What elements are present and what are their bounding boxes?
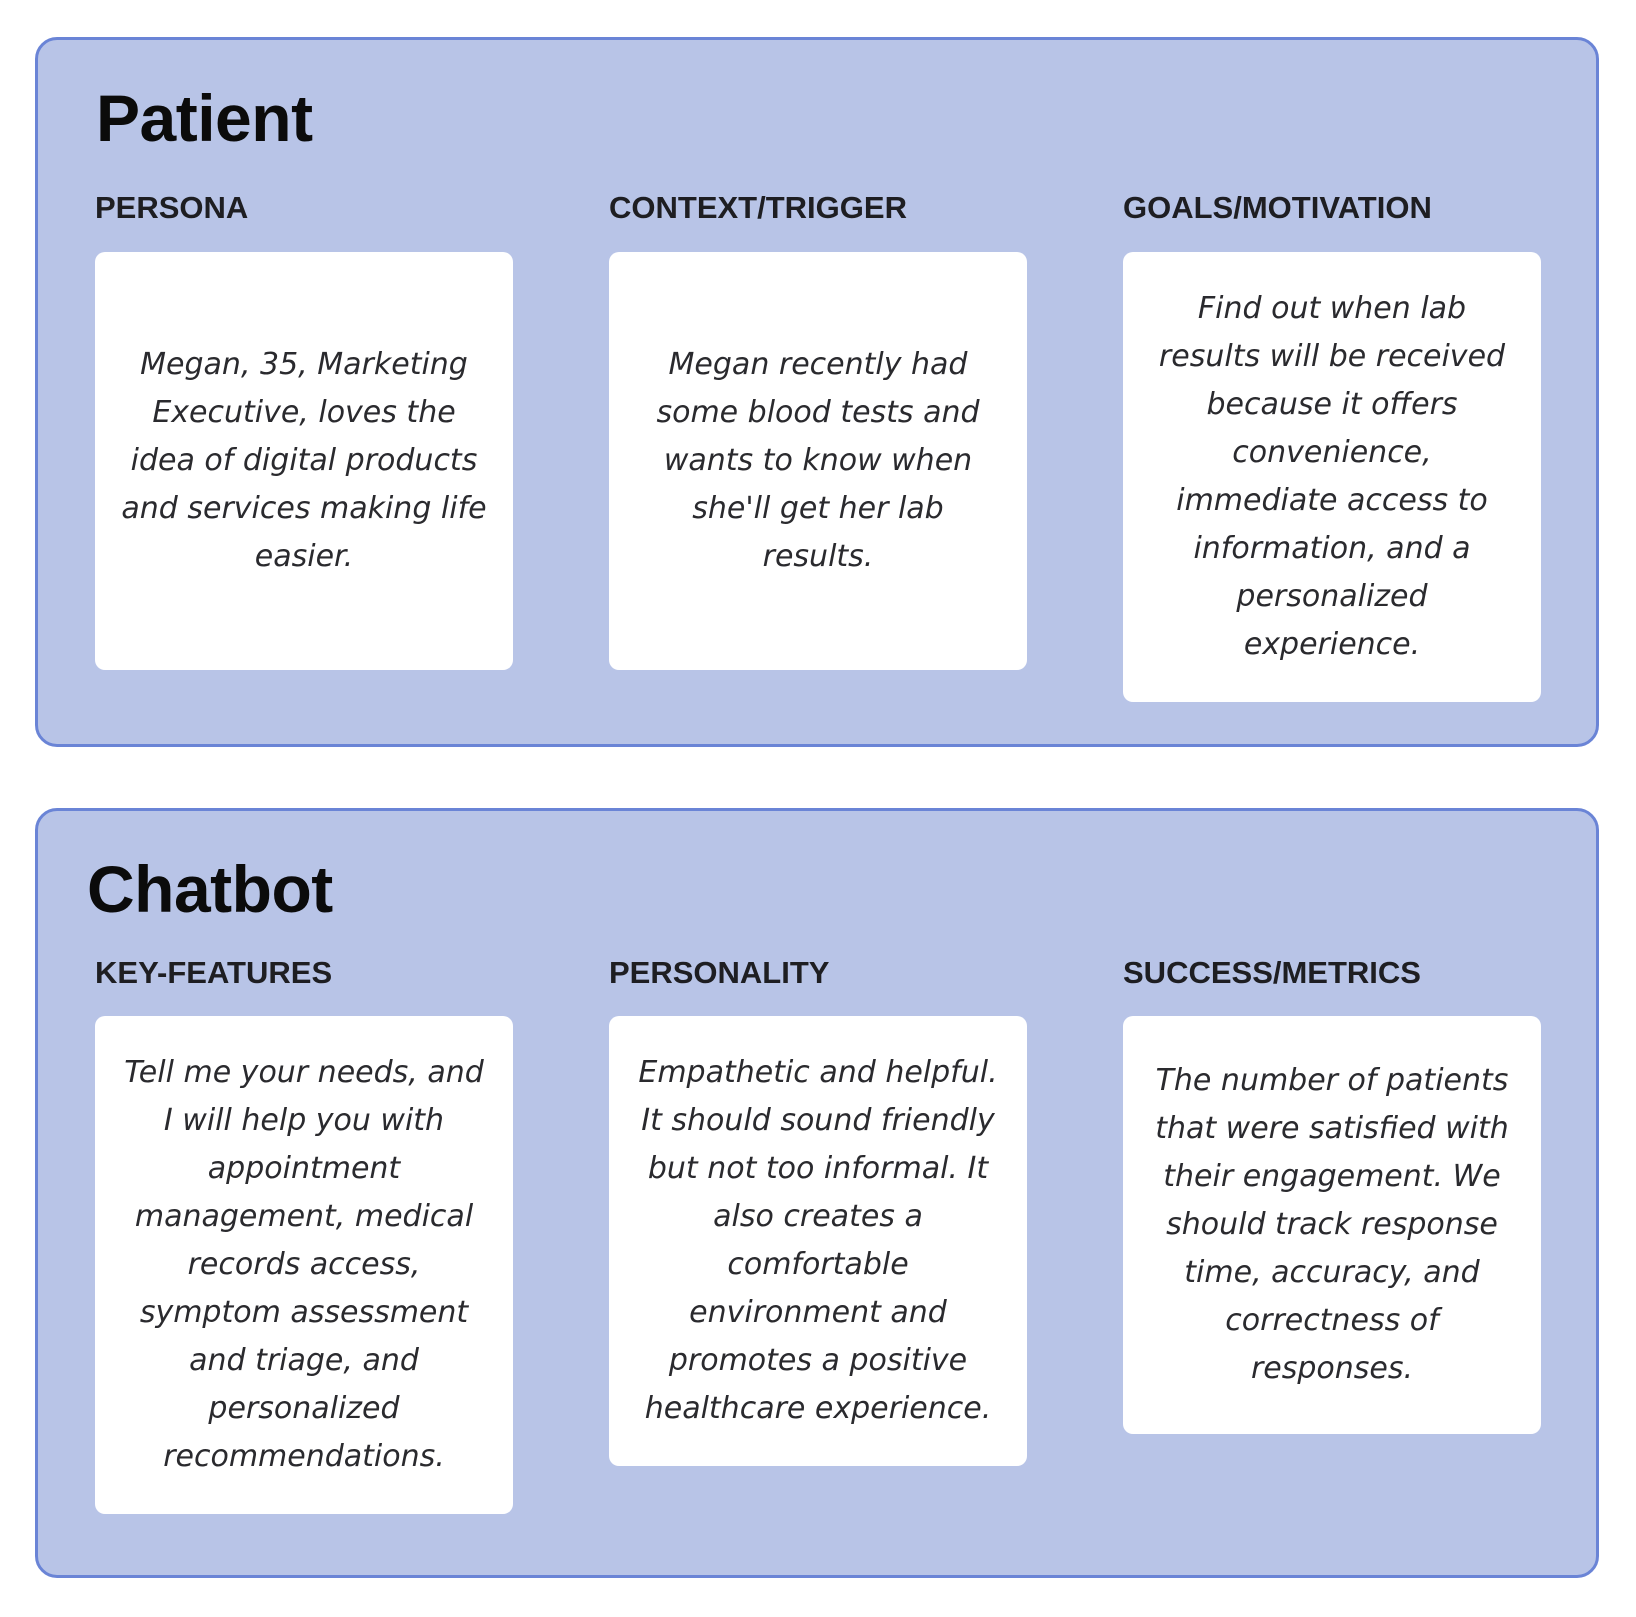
persona-card: Megan, 35, Marketing Executive, loves th… [95,252,513,670]
context-trigger-card: Megan recently had some blood tests and … [609,252,1027,670]
goals-motivation-card: Find out when lab results will be receiv… [1123,252,1541,702]
patient-title: Patient [96,81,313,155]
key-features-text: Tell me your needs, and I will help you … [124,1055,484,1474]
key-features-card: Tell me your needs, and I will help you … [95,1016,513,1514]
personality-text: Empathetic and helpful. It should sound … [638,1055,998,1426]
goals-motivation-heading: GOALS/MOTIVATION [1123,190,1432,225]
key-features-heading: KEY-FEATURES [95,955,333,990]
context-trigger-text: Megan recently had some blood tests and … [656,347,980,574]
goals-motivation-text: Find out when lab results will be receiv… [1158,291,1506,662]
success-metrics-heading: SUCCESS/METRICS [1123,955,1421,990]
patient-panel: Patient PERSONA Megan, 35, Marketing Exe… [35,37,1599,747]
persona-text: Megan, 35, Marketing Executive, loves th… [121,347,487,574]
personality-card: Empathetic and helpful. It should sound … [609,1016,1027,1466]
success-metrics-card: The number of patients that were satisfi… [1123,1016,1541,1434]
personality-heading: PERSONALITY [609,955,830,990]
persona-heading: PERSONA [95,190,249,225]
success-metrics-text: The number of patients that were satisfi… [1155,1063,1509,1386]
chatbot-title: Chatbot [87,852,333,926]
context-trigger-heading: CONTEXT/TRIGGER [609,190,907,225]
chatbot-panel: Chatbot KEY-FEATURES Tell me your needs,… [35,808,1599,1578]
